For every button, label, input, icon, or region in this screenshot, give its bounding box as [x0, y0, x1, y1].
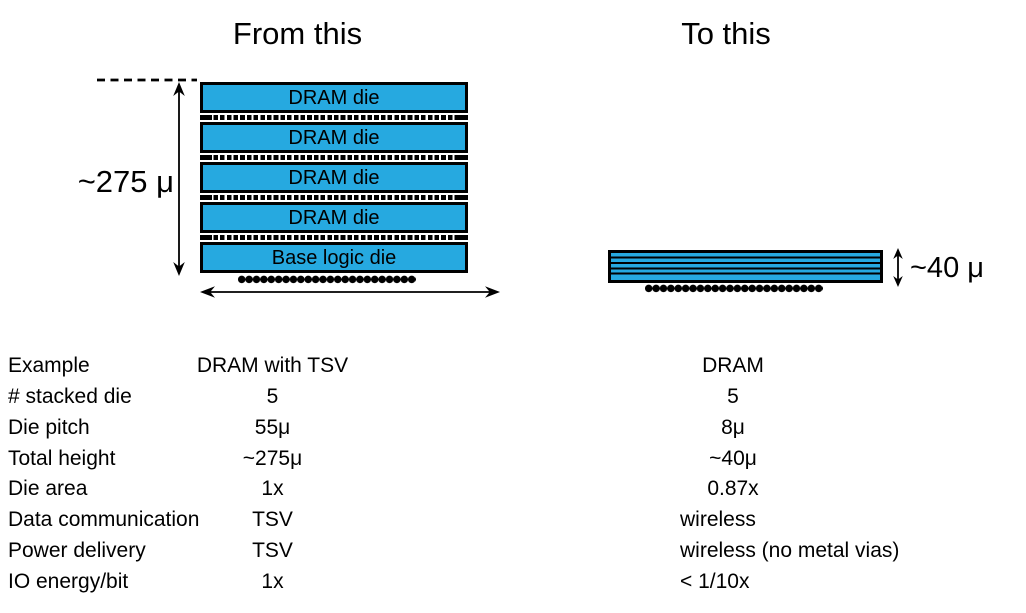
table-row-power-delivery: Power delivery TSV wireless (no metal vi… [0, 537, 1026, 567]
table-row-data-communication: Data communication TSV wireless [0, 506, 1026, 536]
base-logic-die-label: Base logic die [271, 246, 397, 269]
microbump-row-3 [200, 195, 468, 200]
dram-die-1-label: DRAM die [288, 86, 380, 109]
from-value: 5 [266, 385, 279, 408]
dram-die-2-label: DRAM die [288, 126, 380, 149]
from-value: ~275μ [242, 447, 303, 470]
thin-die-stack [608, 250, 883, 283]
table-row-io-energy: IO energy/bit 1x < 1/10x [0, 568, 1026, 598]
row-label: # stacked die [8, 385, 132, 408]
to-value: wireless [680, 508, 756, 531]
solder-ball-row-left [238, 275, 416, 284]
base-logic-die: Base logic die [200, 242, 468, 273]
to-value: < 1/10x [680, 570, 750, 593]
to-value: 0.87x [707, 477, 759, 500]
row-label: Total height [8, 447, 116, 470]
from-value: 55μ [254, 416, 291, 439]
to-value: ~40μ [709, 447, 757, 470]
microbump-row-2 [200, 155, 468, 160]
dram-die-3: DRAM die [200, 162, 468, 193]
from-value: 1x [261, 477, 284, 500]
to-value: 5 [727, 385, 739, 408]
row-label: Die area [8, 477, 88, 500]
from-value: TSV [252, 508, 293, 531]
solder-ball-row-right [645, 284, 823, 293]
from-value: TSV [252, 539, 293, 562]
table-row-total-height: Total height ~275μ ~40μ [0, 445, 1026, 475]
thin-die-height-arrow [893, 248, 903, 287]
tsv-die-stack: DRAM die DRAM die DRAM die DRAM die Base… [200, 82, 468, 273]
to-value: 8μ [721, 416, 745, 439]
table-row-die-area: Die area 1x 0.87x [0, 475, 1026, 505]
title-from-this: From this [232, 16, 363, 51]
table-row-stacked-die: # stacked die 5 5 [0, 383, 1026, 413]
dram-die-1: DRAM die [200, 82, 468, 113]
stack-height-arrow [173, 82, 185, 276]
thin-die-height-label: ~40 μ [910, 252, 984, 284]
title-to-this: To this [681, 16, 771, 51]
stack-width-arrow [200, 286, 500, 298]
microbump-row-4 [200, 235, 468, 240]
row-label: Data communication [8, 508, 200, 531]
dram-die-4: DRAM die [200, 202, 468, 233]
dram-die-4-label: DRAM die [288, 206, 380, 229]
from-value: 1x [261, 570, 284, 593]
to-value: DRAM [702, 354, 764, 377]
row-label: Die pitch [8, 416, 90, 439]
row-label: Power delivery [8, 539, 146, 562]
table-row-example: Example DRAM with TSV DRAM [0, 352, 1026, 382]
from-value: DRAM with TSV [196, 354, 349, 377]
dram-die-3-label: DRAM die [288, 166, 380, 189]
microbump-row-1 [200, 115, 468, 120]
stack-height-label: ~275 μ [77, 164, 174, 199]
row-label: IO energy/bit [8, 570, 129, 593]
to-value: wireless (no metal vias) [680, 539, 900, 562]
row-label: Example [8, 354, 90, 377]
table-row-die-pitch: Die pitch 55μ 8μ [0, 414, 1026, 444]
dram-die-2: DRAM die [200, 122, 468, 153]
